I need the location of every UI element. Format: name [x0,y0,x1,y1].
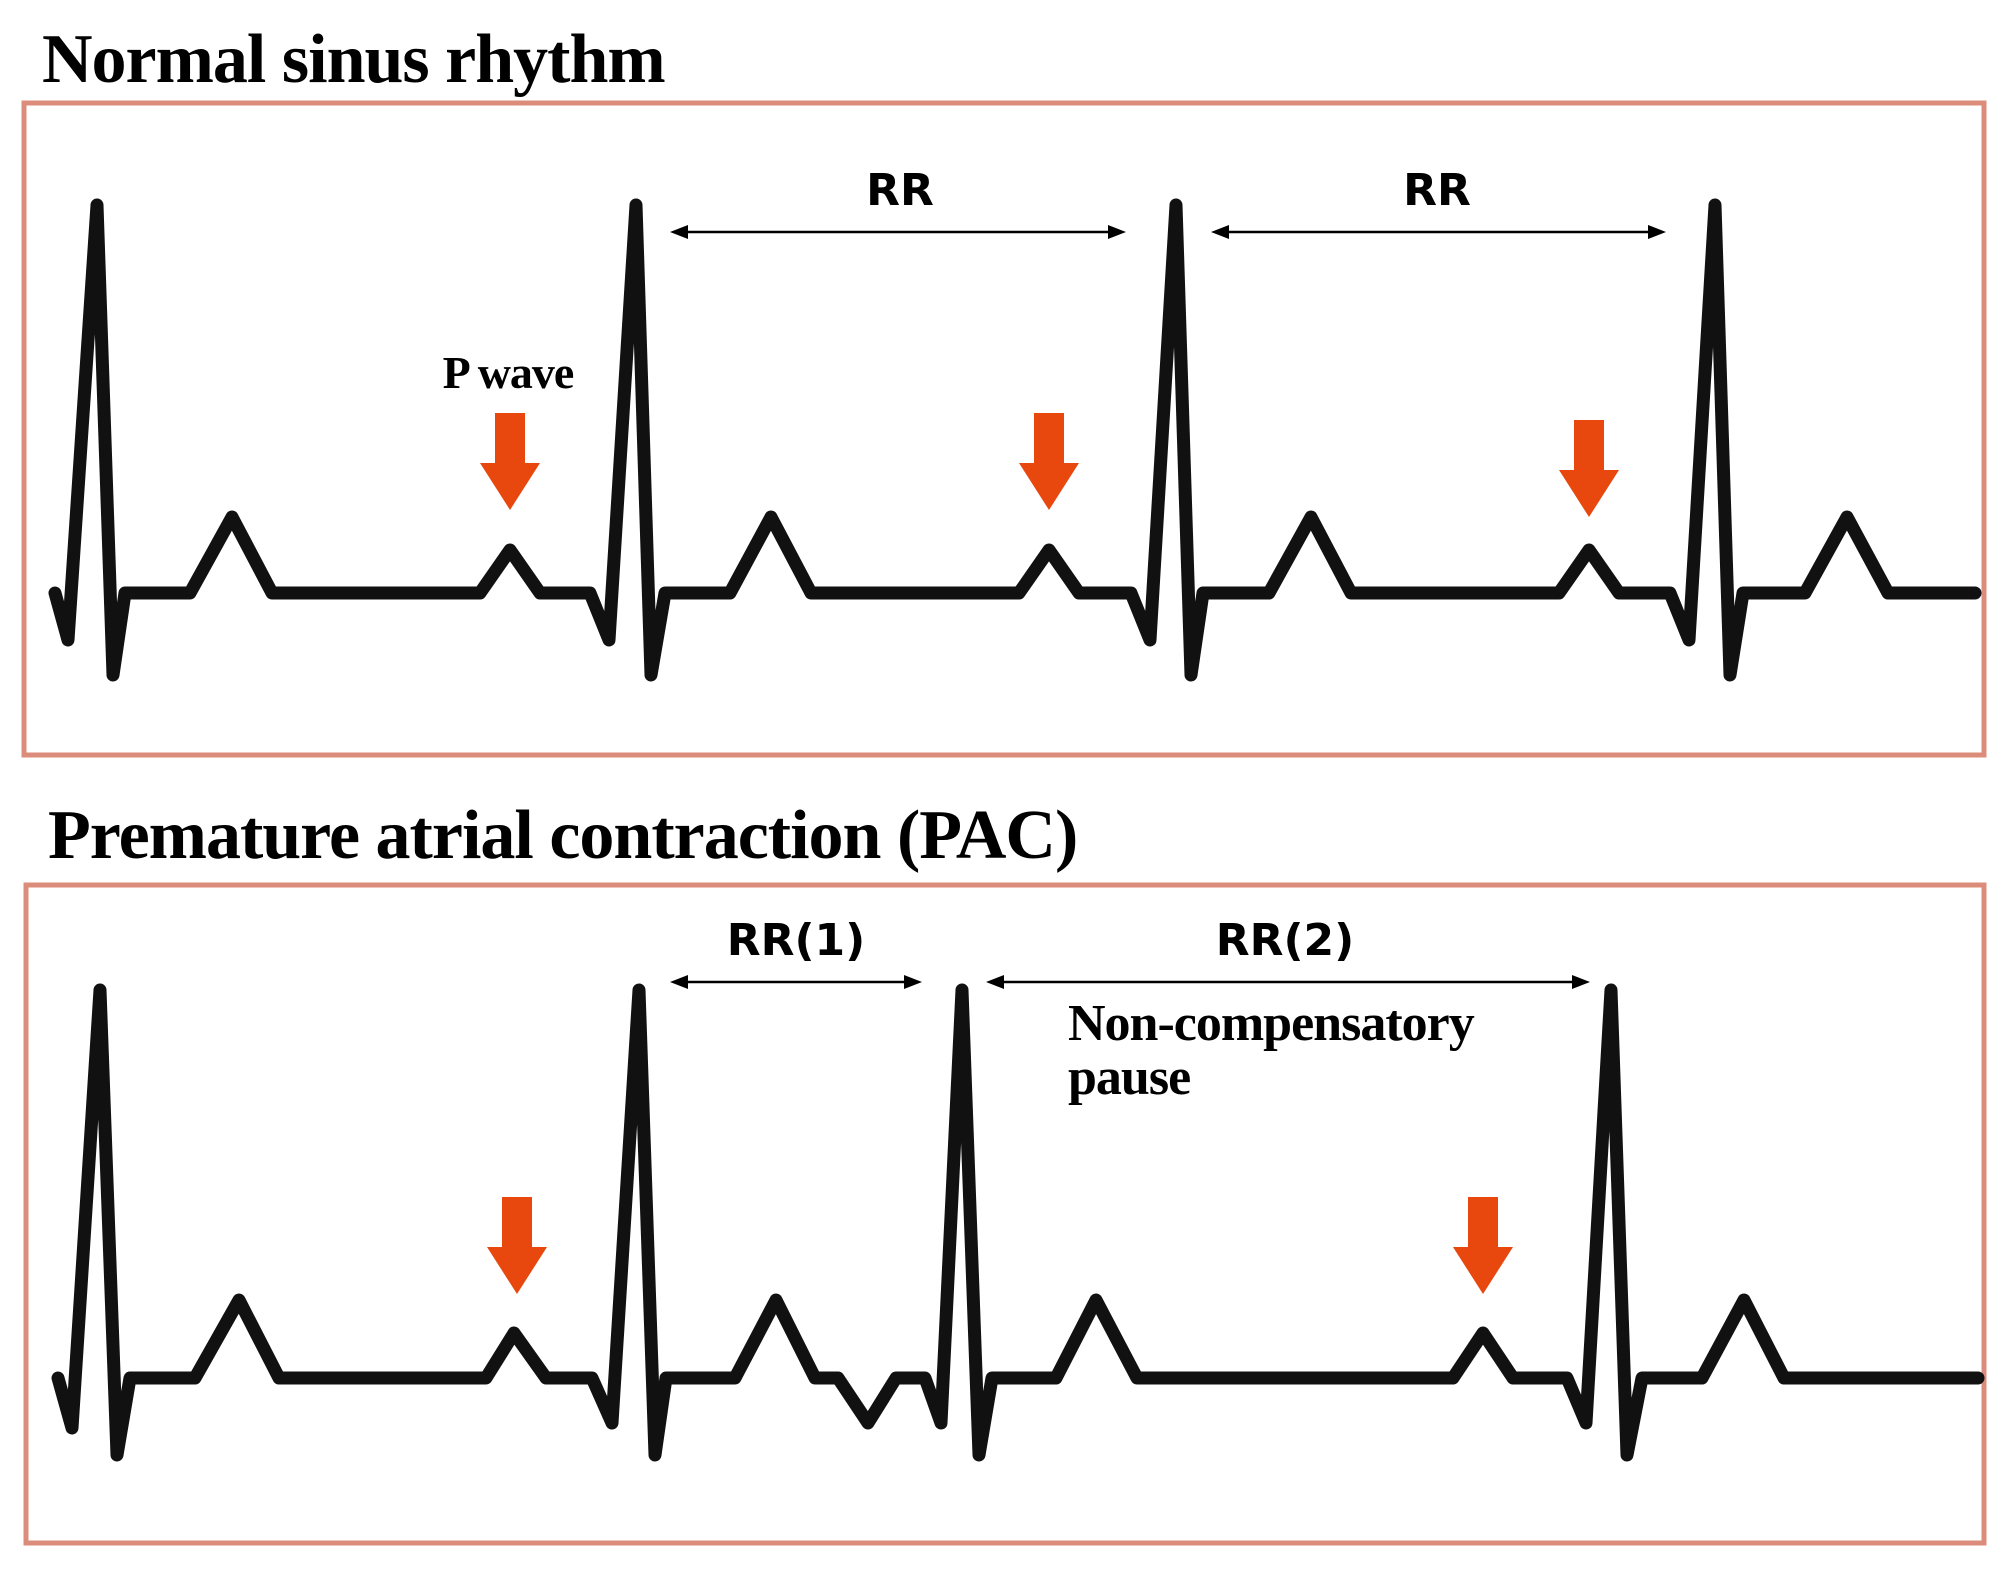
ecg-trace-normal [48,198,1982,682]
down-arrow-icon [487,1197,547,1294]
panel-title-normal-sinus: Normal sinus rhythm [42,21,665,98]
down-arrow-icon [1453,1197,1513,1294]
panel-pac [23,882,1987,1546]
down-arrow-icon [480,413,540,510]
panel-title-pac: Premature atrial contraction (PAC) [48,797,1077,874]
arrowhead-left-icon [670,975,688,989]
pause-note-line1: Non-compensatory [1068,995,1475,1052]
arrowhead-left-icon [986,975,1004,989]
arrowhead-left-icon [670,225,688,239]
rr-label-2: RR [1403,165,1471,216]
ecg-trace-pac [51,983,1985,1462]
arrowhead-right-icon [1108,225,1126,239]
arrowhead-right-icon [904,975,922,989]
down-arrow-icon [1019,413,1079,510]
pause-note-line2: pause [1068,1049,1190,1106]
arrowhead-right-icon [1648,225,1666,239]
arrowhead-right-icon [1572,975,1590,989]
rr-label-1: RR [866,165,934,216]
down-arrow-icon [1559,420,1619,517]
panel-normal-sinus [21,100,1987,758]
p-wave-label: P wave [443,347,574,398]
rr-label-2: RR(2) [1216,915,1355,966]
arrowhead-left-icon [1211,225,1229,239]
rr-label-1: RR(1) [727,915,866,966]
